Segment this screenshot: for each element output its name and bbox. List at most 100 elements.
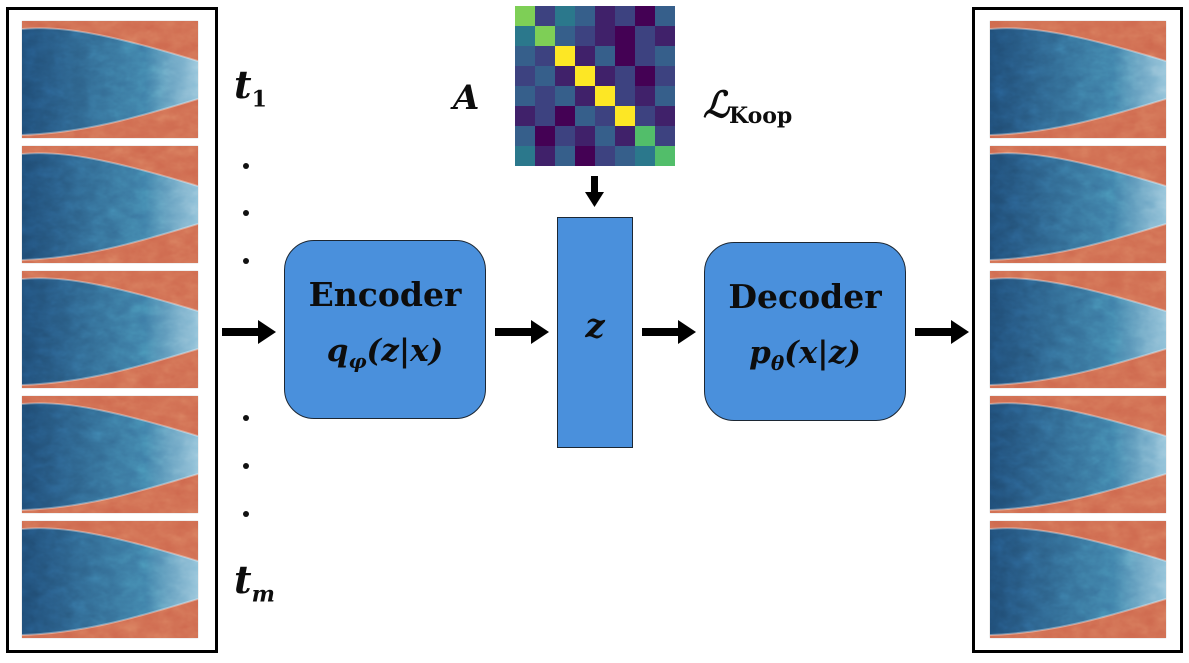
matrix-cell bbox=[635, 66, 656, 87]
tm-label: tm bbox=[234, 557, 275, 608]
matrix-cell bbox=[515, 46, 536, 67]
flow-field bbox=[22, 521, 198, 638]
flow-field bbox=[990, 271, 1166, 388]
koopman-matrix-label: A bbox=[453, 78, 480, 118]
matrix-cell bbox=[535, 66, 556, 87]
matrix-cell bbox=[595, 66, 616, 87]
flow-snapshot-icon bbox=[990, 21, 1166, 138]
flow-field bbox=[22, 271, 198, 388]
matrix-cell bbox=[515, 146, 536, 166]
down-arrow-icon bbox=[585, 176, 604, 207]
matrix-cell bbox=[615, 126, 636, 147]
latent-z-block: z bbox=[557, 217, 633, 448]
flow-field bbox=[22, 146, 198, 263]
flow-field bbox=[990, 521, 1166, 638]
matrix-cell bbox=[575, 66, 596, 87]
matrix-cell bbox=[575, 106, 596, 127]
matrix-cell bbox=[635, 146, 656, 166]
flow-snapshot-icon bbox=[990, 146, 1166, 263]
koopman-matrix-heatmap bbox=[515, 6, 675, 166]
matrix-cell bbox=[535, 46, 556, 67]
matrix-cell bbox=[515, 66, 536, 87]
matrix-cell bbox=[555, 106, 576, 127]
matrix-cell bbox=[615, 6, 636, 27]
flow-snapshot-icon bbox=[990, 396, 1166, 513]
matrix-cell bbox=[615, 66, 636, 87]
right-arrow-icon bbox=[495, 320, 549, 344]
koopman-loss-label: ℒKoop bbox=[703, 84, 793, 129]
t1-label: t1 bbox=[234, 62, 267, 113]
latent-z-label: z bbox=[585, 306, 605, 346]
matrix-cell bbox=[655, 86, 675, 107]
flow-snapshot-icon bbox=[22, 271, 198, 388]
flow-field bbox=[990, 146, 1166, 263]
matrix-cell bbox=[555, 26, 576, 47]
matrix-cell bbox=[635, 126, 656, 147]
ellipsis-dot bbox=[243, 258, 249, 264]
right-arrow-icon bbox=[642, 320, 696, 344]
flow-snapshot-icon bbox=[990, 521, 1166, 638]
matrix-cell bbox=[555, 66, 576, 87]
matrix-cell bbox=[555, 146, 576, 166]
matrix-cell bbox=[635, 46, 656, 67]
matrix-cell bbox=[515, 86, 536, 107]
matrix-cell bbox=[655, 126, 675, 147]
matrix-cell bbox=[535, 106, 556, 127]
flow-snapshot-icon bbox=[990, 271, 1166, 388]
matrix-cell bbox=[655, 146, 675, 166]
matrix-cell bbox=[535, 86, 556, 107]
matrix-cell bbox=[555, 86, 576, 107]
ellipsis-dot bbox=[243, 511, 249, 517]
ellipsis-dot bbox=[243, 415, 249, 421]
flow-field bbox=[22, 21, 198, 138]
matrix-cell bbox=[515, 106, 536, 127]
matrix-cell bbox=[555, 46, 576, 67]
matrix-cell bbox=[515, 26, 536, 47]
matrix-cell bbox=[655, 106, 675, 127]
matrix-cell bbox=[515, 126, 536, 147]
matrix-cell bbox=[635, 26, 656, 47]
matrix-cell bbox=[615, 26, 636, 47]
matrix-cell bbox=[615, 146, 636, 166]
matrix-cell bbox=[595, 46, 616, 67]
decoder-title: Decoder bbox=[728, 277, 882, 316]
matrix-cell bbox=[575, 126, 596, 147]
matrix-cell bbox=[655, 26, 675, 47]
matrix-cell bbox=[595, 86, 616, 107]
encoder-formula: qφ(z|x) bbox=[326, 333, 444, 374]
matrix-cell bbox=[575, 86, 596, 107]
flow-field bbox=[990, 21, 1166, 138]
matrix-cell bbox=[555, 126, 576, 147]
matrix-cell bbox=[635, 86, 656, 107]
flow-snapshot-icon bbox=[22, 521, 198, 638]
matrix-cell bbox=[515, 6, 536, 27]
matrix-cell bbox=[615, 86, 636, 107]
matrix-cell bbox=[535, 6, 556, 27]
matrix-cell bbox=[615, 106, 636, 127]
matrix-cell bbox=[595, 6, 616, 27]
matrix-cell bbox=[595, 146, 616, 166]
matrix-cell bbox=[635, 106, 656, 127]
encoder-block: Encoder qφ(z|x) bbox=[284, 240, 486, 419]
matrix-cell bbox=[575, 46, 596, 67]
decoder-formula: pθ(x|z) bbox=[749, 335, 861, 376]
matrix-cell bbox=[575, 146, 596, 166]
flow-field bbox=[22, 396, 198, 513]
flow-snapshot-icon bbox=[22, 21, 198, 138]
matrix-cell bbox=[555, 6, 576, 27]
matrix-cell bbox=[655, 66, 675, 87]
matrix-cell bbox=[615, 46, 636, 67]
flow-snapshot-icon bbox=[22, 146, 198, 263]
matrix-cell bbox=[595, 106, 616, 127]
right-arrow-icon bbox=[222, 320, 276, 344]
decoder-block: Decoder pθ(x|z) bbox=[704, 242, 906, 421]
flow-field bbox=[990, 396, 1166, 513]
flow-snapshot-icon bbox=[22, 396, 198, 513]
right-arrow-icon bbox=[915, 320, 969, 344]
ellipsis-dot bbox=[243, 210, 249, 216]
matrix-cell bbox=[595, 126, 616, 147]
matrix-cell bbox=[535, 26, 556, 47]
matrix-cell bbox=[655, 46, 675, 67]
matrix-cell bbox=[595, 26, 616, 47]
